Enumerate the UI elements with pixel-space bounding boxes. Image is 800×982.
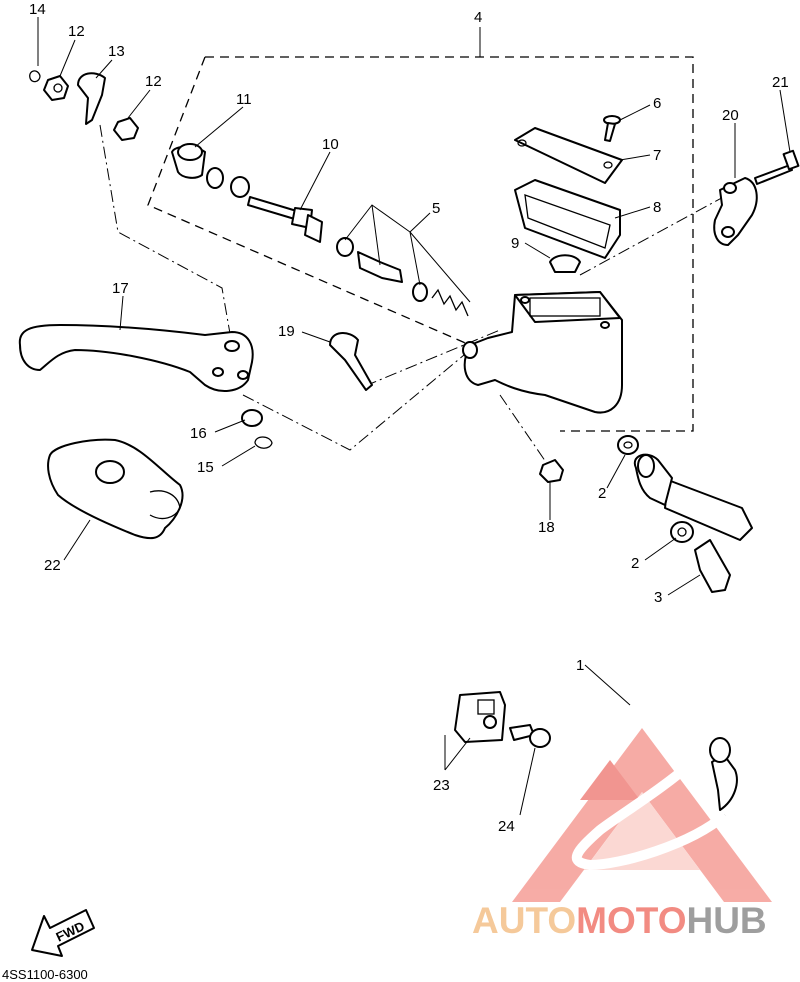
callout-11: 11 bbox=[236, 91, 252, 108]
callout-13: 13 bbox=[108, 43, 125, 60]
callout-6: 6 bbox=[653, 95, 661, 112]
watermark-moto: MOTO bbox=[576, 900, 686, 941]
dust-boot bbox=[171, 143, 206, 179]
callout-14: 14 bbox=[29, 1, 46, 18]
callout-12-top: 12 bbox=[68, 23, 85, 40]
union-bolt bbox=[694, 539, 731, 593]
hose-assembly bbox=[571, 453, 793, 871]
switch-screw bbox=[509, 724, 551, 748]
callout-12-right: 12 bbox=[145, 73, 162, 90]
callout-16: 16 bbox=[190, 425, 207, 442]
watermark-text: AUTOMOTOHUB bbox=[472, 900, 767, 941]
callout-1: 1 bbox=[576, 657, 584, 674]
callout-9: 9 bbox=[511, 235, 519, 252]
svg-text:AUTOMOTOHUB: AUTOMOTOHUB bbox=[472, 900, 767, 941]
watermark-hub: HUB bbox=[686, 900, 766, 941]
lever-washer bbox=[241, 409, 263, 427]
lever-circlip bbox=[254, 436, 273, 449]
reservoir-diaphragm bbox=[514, 179, 621, 259]
cap-screw bbox=[603, 115, 621, 142]
nut-right bbox=[113, 117, 139, 141]
lever-pivot-bolt bbox=[329, 332, 373, 391]
alignment-lines bbox=[99, 124, 728, 469]
callout-5: 5 bbox=[432, 200, 440, 217]
pivot-bolt bbox=[77, 72, 106, 125]
assembly-boundary bbox=[147, 56, 694, 432]
watermark-logo-icon bbox=[512, 728, 772, 902]
washer-lower bbox=[670, 521, 694, 543]
drawing-code: 4SS1100-6300 bbox=[2, 967, 88, 982]
callout-15: 15 bbox=[197, 459, 214, 476]
leader-lines bbox=[37, 17, 791, 816]
boot-rings bbox=[206, 167, 250, 198]
callout-17: 17 bbox=[112, 280, 129, 297]
callout-4: 4 bbox=[474, 9, 482, 26]
callout-19: 19 bbox=[278, 323, 295, 340]
fwd-arrow-icon: FWD bbox=[31, 909, 95, 957]
callout-23: 23 bbox=[433, 777, 450, 794]
watermark-auto: AUTO bbox=[472, 900, 576, 941]
washer-upper bbox=[617, 435, 639, 455]
callout-2-lower: 2 bbox=[631, 555, 639, 572]
callout-labels: 4 14 12 13 12 11 10 5 6 7 8 9 20 21 17 1… bbox=[29, 1, 789, 835]
lever-cover bbox=[47, 438, 184, 540]
brake-switch bbox=[454, 691, 506, 743]
clip bbox=[29, 70, 41, 83]
brake-lever bbox=[18, 324, 254, 392]
callout-10: 10 bbox=[322, 136, 339, 153]
callout-21: 21 bbox=[772, 74, 789, 91]
callout-22: 22 bbox=[44, 557, 61, 574]
callout-7: 7 bbox=[653, 147, 661, 164]
master-cylinder-body bbox=[462, 291, 623, 414]
clamp-bolt bbox=[754, 149, 800, 185]
diaphragm-plate bbox=[549, 254, 581, 273]
callout-2-upper: 2 bbox=[598, 485, 606, 502]
push-rod bbox=[247, 196, 323, 243]
clamp-bracket bbox=[713, 177, 758, 246]
callout-24: 24 bbox=[498, 818, 515, 835]
nut-top bbox=[43, 75, 69, 101]
callout-8: 8 bbox=[653, 199, 661, 216]
lock-nut bbox=[539, 459, 564, 483]
callout-20: 20 bbox=[722, 107, 739, 124]
callout-18: 18 bbox=[538, 519, 555, 536]
callout-3: 3 bbox=[654, 589, 662, 606]
